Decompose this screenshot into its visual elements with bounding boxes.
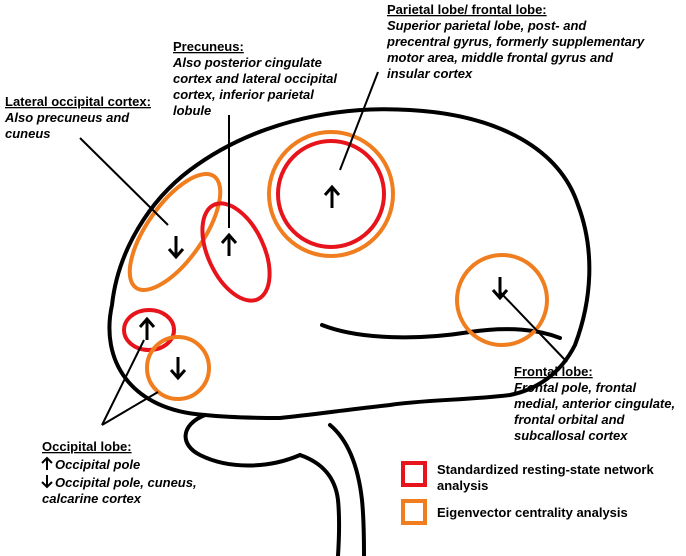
arrow-up-precuneus — [220, 232, 238, 256]
pointer-parietal-frontal — [339, 71, 379, 171]
precuneus-line-4: lobule — [173, 103, 211, 118]
label-parietal-frontal: Parietal lobe/ frontal lobe: Superior pa… — [386, 2, 645, 81]
brain-outline — [107, 107, 592, 556]
brainstem-left — [298, 453, 342, 556]
occipital-up-arrow-icon — [41, 456, 53, 470]
pointer-lines — [79, 71, 568, 426]
central-sulcus — [320, 323, 562, 340]
parietal-frontal-line-4: insular cortex — [387, 66, 473, 81]
arrow-down-occipital-pole — [169, 357, 187, 381]
pointer-occipital-1 — [101, 339, 145, 426]
occipital-pole-down-circle — [145, 335, 211, 401]
parietal-frontal-inner-circle — [276, 139, 386, 249]
brain-contour — [107, 107, 592, 420]
brainstem-right — [328, 423, 366, 556]
parietal-frontal-line-1: Superior parietal lobe, post- and — [387, 18, 587, 33]
legend-standardized-line-1: Standardized resting-state network — [437, 462, 654, 477]
legend-standardized-line-2: analysis — [437, 478, 488, 493]
occipital-line-1: Occipital pole — [55, 457, 140, 472]
frontal-lobe-circle — [455, 253, 549, 347]
parietal-frontal-line-3: motor area, middle frontal gyrus and — [387, 50, 614, 65]
pointer-lateral-occipital — [79, 137, 169, 226]
legend: Standardized resting-state network analy… — [401, 461, 654, 525]
label-occipital: Occipital lobe: Occipital pole Occipital… — [41, 439, 197, 506]
legend-swatch-eigenvector — [401, 499, 427, 525]
frontal-title: Frontal lobe: — [514, 364, 593, 379]
region-ellipses — [122, 130, 549, 401]
arrows — [138, 184, 509, 381]
arrow-down-lateral-occipital — [167, 236, 185, 260]
lateral-occipital-ellipse — [127, 172, 223, 292]
label-lateral-occipital: Lateral occipital cortex: Also precuneus… — [4, 94, 151, 141]
precuneus-line-3: cortex, inferior parietal — [173, 87, 314, 102]
precuneus-title: Precuneus: — [173, 39, 244, 54]
frontal-line-2: medial, anterior cingulate, — [514, 396, 675, 411]
label-precuneus: Precuneus: Also posterior cingulate cort… — [172, 39, 337, 118]
pointer-occipital-2 — [101, 391, 159, 426]
label-frontal: Frontal lobe: Frontal pole, frontal medi… — [514, 364, 675, 443]
frontal-line-4: subcallosal cortex — [514, 428, 628, 443]
parietal-frontal-title: Parietal lobe/ frontal lobe: — [387, 2, 547, 17]
arrow-up-parietal-frontal — [323, 184, 341, 208]
parietal-frontal-outer-circle — [267, 130, 395, 258]
legend-swatch-standardized — [401, 461, 427, 487]
occipital-down-arrow-icon — [41, 475, 53, 489]
pointer-frontal — [499, 291, 568, 363]
lateral-occipital-line-1: Also precuneus and — [4, 110, 130, 125]
lateral-occipital-line-2: cuneus — [5, 126, 51, 141]
occipital-title: Occipital lobe: — [42, 439, 132, 454]
arrow-up-occipital-pole — [138, 316, 156, 340]
frontal-line-1: Frontal pole, frontal — [514, 380, 636, 395]
occipital-line-2: Occipital pole, cuneus, — [55, 475, 197, 490]
precuneus-line-2: cortex and lateral occipital — [173, 71, 337, 86]
parietal-frontal-line-2: precentral gyrus, formerly supplementary — [386, 34, 645, 49]
cerebellum-outline — [183, 413, 302, 468]
legend-eigenvector-line-1: Eigenvector centrality analysis — [437, 505, 628, 520]
precuneus-ellipse — [200, 201, 272, 303]
occipital-pole-up-ellipse — [122, 308, 176, 352]
frontal-line-3: frontal orbital and — [514, 412, 626, 427]
arrow-down-frontal — [491, 277, 509, 301]
precuneus-line-1: Also posterior cingulate — [172, 55, 322, 70]
occipital-line-3: calcarine cortex — [42, 491, 142, 506]
lateral-occipital-title: Lateral occipital cortex: — [5, 94, 151, 109]
